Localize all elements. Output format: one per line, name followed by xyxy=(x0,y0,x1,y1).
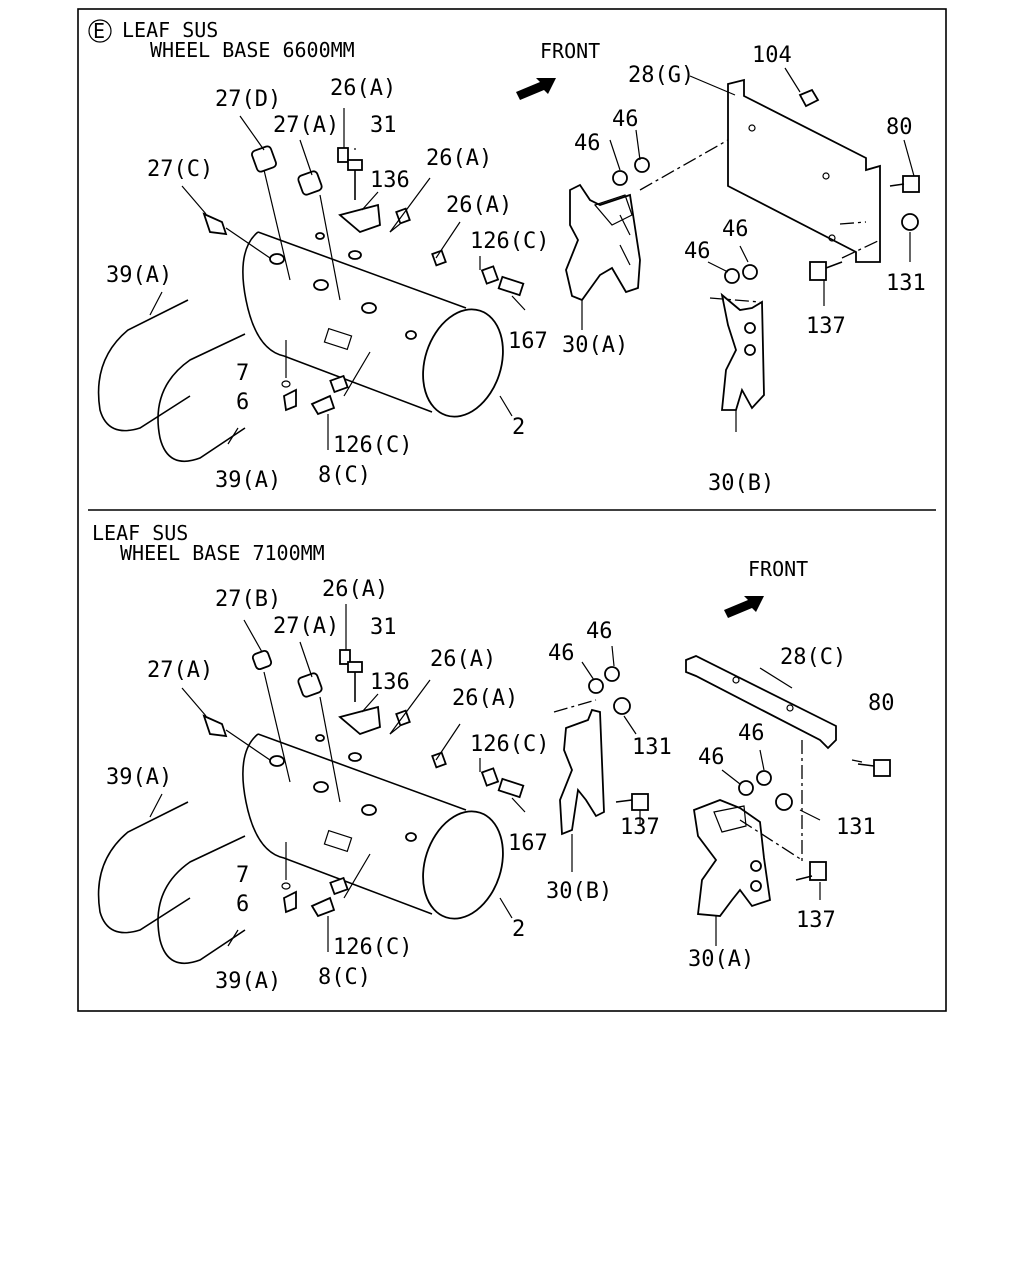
callout-167: 167 xyxy=(508,831,548,856)
callout-26A-1: 26(A) xyxy=(322,577,388,602)
callout-131-2: 131 xyxy=(836,815,876,840)
callout-137-1: 137 xyxy=(620,815,660,840)
leader-lines-right xyxy=(571,645,863,946)
callout-39A-2: 39(A) xyxy=(215,468,281,493)
callout-26A-2: 26(A) xyxy=(426,146,492,171)
brackets-right xyxy=(685,655,891,917)
section-title-line2: WHEEL BASE 6600MM xyxy=(150,38,355,62)
callout-126C-2: 126(C) xyxy=(333,433,412,458)
u-bolt-1 xyxy=(97,801,191,934)
callout-46-2: 46 xyxy=(586,619,613,644)
callout-27C: 27(C) xyxy=(147,157,213,182)
callout-131-1: 131 xyxy=(632,735,672,760)
callout-26A-1: 26(A) xyxy=(330,76,396,101)
callout-27A-1: 27(A) xyxy=(273,614,339,639)
callout-26A-2: 26(A) xyxy=(430,647,496,672)
front-label: FRONT xyxy=(748,557,808,581)
callout-8C: 8(C) xyxy=(318,463,371,488)
callout-80: 80 xyxy=(886,115,913,140)
callout-30A: 30(A) xyxy=(562,333,628,358)
callout-131: 131 xyxy=(886,271,926,296)
callout-8C: 8(C) xyxy=(318,965,371,990)
callout-27B: 27(B) xyxy=(215,587,281,612)
leader-lines xyxy=(149,108,526,450)
air-tank xyxy=(242,725,504,920)
callout-31: 31 xyxy=(370,113,397,138)
front-arrow-icon xyxy=(724,596,764,618)
center-lines xyxy=(639,139,881,303)
callout-31: 31 xyxy=(370,615,397,640)
callout-27A-2: 27(A) xyxy=(147,658,213,683)
callout-46-3: 46 xyxy=(684,239,711,264)
leader-lines xyxy=(149,604,526,952)
callout-46-1: 46 xyxy=(574,131,601,156)
callout-46-1: 46 xyxy=(548,641,575,666)
callout-30A: 30(A) xyxy=(688,947,754,972)
callout-7: 7 xyxy=(236,863,249,888)
callout-167: 167 xyxy=(508,329,548,354)
section-title-line1: LEAF SUS xyxy=(92,521,188,545)
callout-30B: 30(B) xyxy=(546,879,612,904)
callout-28C: 28(C) xyxy=(780,645,846,670)
section-7100: LEAF SUS WHEEL BASE 7100MM FRONT xyxy=(92,521,895,994)
center-lines xyxy=(553,699,803,862)
bracket-30B xyxy=(559,666,649,836)
section-marker: E xyxy=(93,19,105,43)
section-title-line2: WHEEL BASE 7100MM xyxy=(120,541,325,565)
callout-7: 7 xyxy=(236,361,249,386)
callout-27D: 27(D) xyxy=(215,87,281,112)
callout-27A: 27(A) xyxy=(273,113,339,138)
callout-26A-3: 26(A) xyxy=(446,193,512,218)
callout-6: 6 xyxy=(236,892,249,917)
callout-46-2: 46 xyxy=(612,107,639,132)
callout-2: 2 xyxy=(512,415,525,440)
callout-137-2: 137 xyxy=(796,908,836,933)
callout-2: 2 xyxy=(512,917,525,942)
callout-46-3: 46 xyxy=(698,745,725,770)
callout-136: 136 xyxy=(370,670,410,695)
callout-126C-1: 126(C) xyxy=(470,229,549,254)
diagram-frame xyxy=(77,8,947,1012)
callout-30B: 30(B) xyxy=(708,471,774,496)
callout-28G: 28(G) xyxy=(628,63,694,88)
callout-126C-2: 126(C) xyxy=(333,935,412,960)
callout-136: 136 xyxy=(370,168,410,193)
callout-126C-1: 126(C) xyxy=(470,732,549,757)
callout-137: 137 xyxy=(806,314,846,339)
leader-lines-right xyxy=(581,67,915,432)
callout-104: 104 xyxy=(752,43,792,68)
air-tank xyxy=(242,223,504,418)
callout-39A-1: 39(A) xyxy=(106,765,172,790)
callout-39A-1: 39(A) xyxy=(106,263,172,288)
callout-39A-2: 39(A) xyxy=(215,969,281,994)
u-bolt-1 xyxy=(97,299,191,432)
section-6600: E LEAF SUS WHEEL BASE 6600MM FRONT xyxy=(88,18,926,496)
callout-6: 6 xyxy=(236,390,249,415)
front-label: FRONT xyxy=(540,39,600,63)
callout-46-4: 46 xyxy=(738,721,765,746)
brackets-right xyxy=(565,78,920,411)
u-bolt-2 xyxy=(157,333,246,463)
callout-46-4: 46 xyxy=(722,217,749,242)
callout-80: 80 xyxy=(868,691,895,716)
callout-26A-3: 26(A) xyxy=(452,686,518,711)
u-bolt-2 xyxy=(157,835,246,965)
section-title-line1: LEAF SUS xyxy=(122,18,218,42)
front-arrow-icon xyxy=(516,78,556,100)
section-marker-circle xyxy=(88,19,112,43)
